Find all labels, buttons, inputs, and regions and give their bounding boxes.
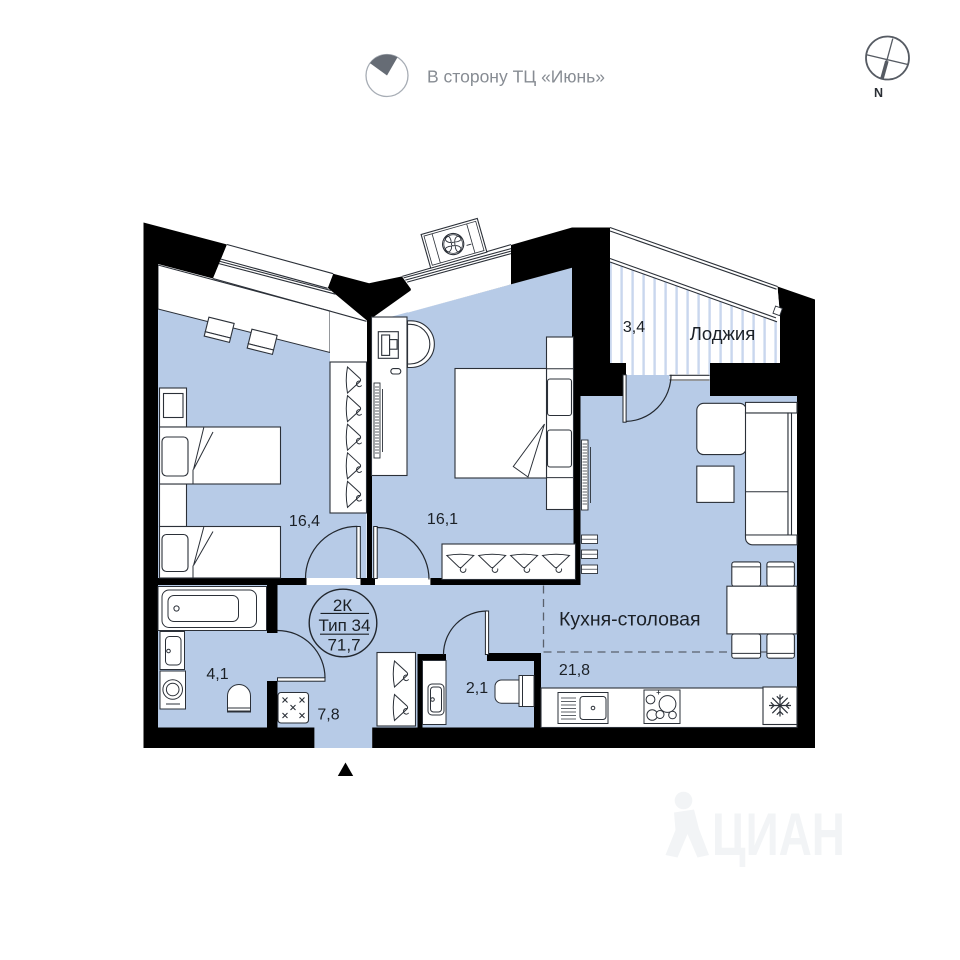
svg-text:71,7: 71,7 xyxy=(327,636,360,655)
svg-text:Тип 34: Тип 34 xyxy=(319,616,371,635)
svg-text:16,4: 16,4 xyxy=(289,513,320,530)
svg-text:3,4: 3,4 xyxy=(623,319,645,336)
svg-text:21,8: 21,8 xyxy=(559,662,590,679)
svg-text:4,1: 4,1 xyxy=(206,666,228,683)
svg-text:Лоджия: Лоджия xyxy=(690,323,756,344)
svg-text:Кухня-столовая: Кухня-столовая xyxy=(559,609,701,631)
svg-text:2,1: 2,1 xyxy=(466,680,488,697)
svg-text:16,1: 16,1 xyxy=(427,511,458,528)
svg-text:7,8: 7,8 xyxy=(317,707,339,724)
svg-text:ЦИАН: ЦИАН xyxy=(712,801,845,868)
svg-text:N: N xyxy=(874,86,883,100)
svg-text:2К: 2К xyxy=(333,596,352,615)
svg-text:В сторону ТЦ «Июнь»: В сторону ТЦ «Июнь» xyxy=(427,67,605,87)
